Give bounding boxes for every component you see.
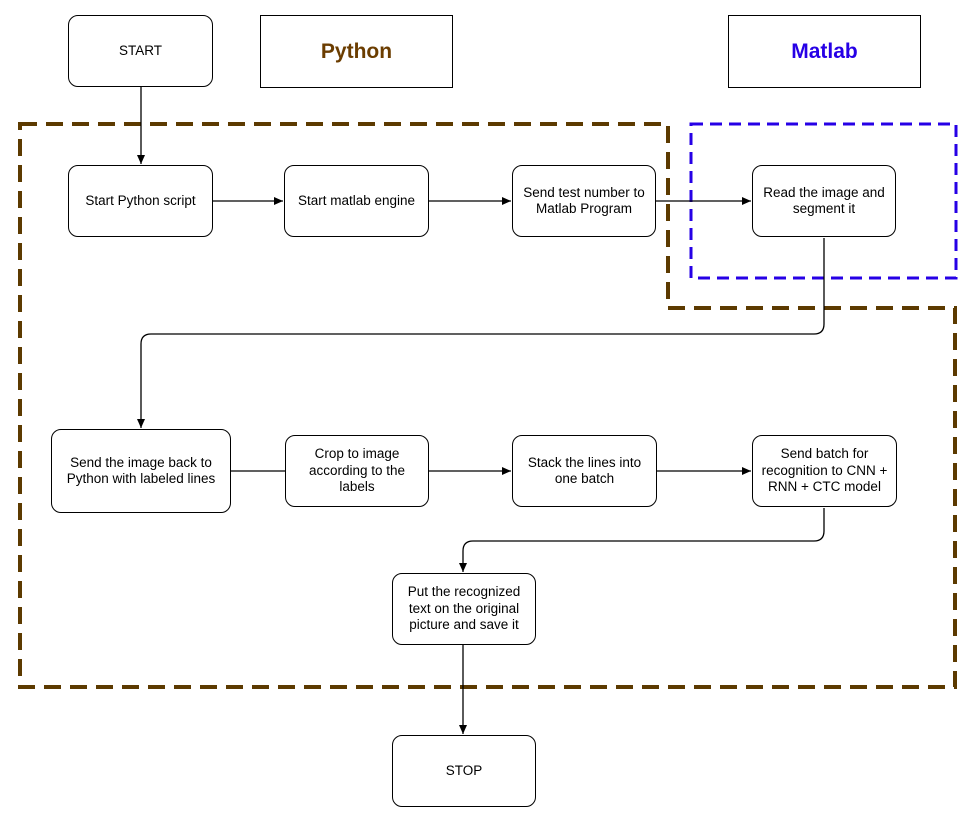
read-and-segment-node: Read the image and segment it (752, 165, 896, 237)
python-region-border (18, 122, 957, 689)
send-batch-node: Send batch for recognition to CNN + RNN … (752, 435, 897, 507)
send-image-back-label: Send the image back to Python with label… (66, 454, 216, 487)
arrow-send-batch-to-put-text (459, 508, 825, 572)
python-legend-label: Python (320, 39, 393, 63)
send-test-number-label: Send test number to Matlab Program (523, 184, 645, 217)
start-matlab-engine-node: Start matlab engine (284, 165, 429, 237)
send-image-back-node: Send the image back to Python with label… (51, 429, 231, 513)
stack-lines-label: Stack the lines into one batch (527, 454, 642, 487)
start-python-script-node: Start Python script (68, 165, 213, 237)
arrow-read-image-to-send-back (137, 238, 825, 428)
stack-lines-node: Stack the lines into one batch (512, 435, 657, 507)
stop-node-label: STOP (445, 762, 483, 778)
matlab-legend-label: Matlab (791, 39, 858, 63)
put-text-node: Put the recognized text on the original … (392, 573, 536, 645)
start-python-script-label: Start Python script (85, 192, 196, 208)
send-batch-label: Send batch for recognition to CNN + RNN … (761, 446, 888, 495)
crop-image-label: Crop to image according to the labels (308, 446, 406, 495)
python-legend-box: Python (260, 15, 453, 88)
start-node: START (68, 15, 213, 87)
start-node-label: START (118, 42, 162, 58)
send-test-number-node: Send test number to Matlab Program (512, 165, 656, 237)
start-matlab-engine-label: Start matlab engine (297, 192, 416, 208)
stop-node: STOP (392, 735, 536, 807)
put-text-label: Put the recognized text on the original … (407, 584, 521, 633)
matlab-legend-box: Matlab (728, 15, 921, 88)
crop-image-node: Crop to image according to the labels (285, 435, 429, 507)
read-and-segment-label: Read the image and segment it (763, 184, 885, 217)
